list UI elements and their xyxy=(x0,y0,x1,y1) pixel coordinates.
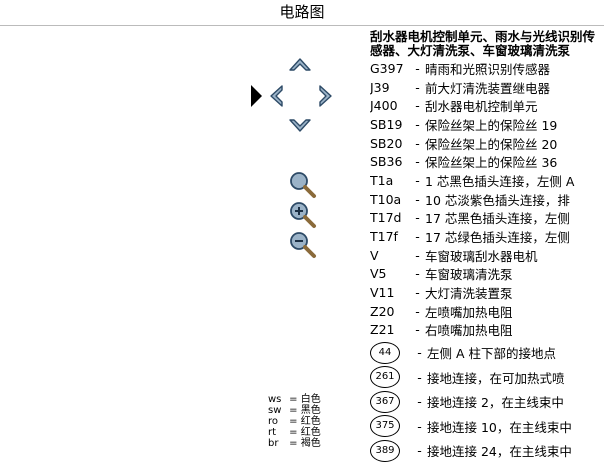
legend-code: V11 xyxy=(370,285,395,301)
pan-right-icon[interactable] xyxy=(312,83,338,109)
ground-point-desc: 接地连接 10，在主线束中 xyxy=(427,419,572,435)
legend-code: J39 xyxy=(370,79,390,95)
title-divider xyxy=(0,25,604,26)
legend-item: J39 -前大灯清洗装置继电器 xyxy=(370,78,604,97)
legend-item: Z20 -左喷嘴加热电阻 xyxy=(370,302,604,321)
legend-code: Z20 xyxy=(370,303,395,319)
legend-desc: 17 芯黑色插头连接，左侧 xyxy=(425,211,570,227)
legend-item: V5 -车窗玻璃清洗泵 xyxy=(370,265,604,284)
page-pointer-icon xyxy=(251,85,262,107)
legend-code: SB36 xyxy=(370,154,403,170)
pan-down-icon[interactable] xyxy=(287,112,313,138)
legend-dash: - xyxy=(415,135,420,151)
legend-item: Z21 -右喷嘴加热电阻 xyxy=(370,321,604,340)
legend-dash: - xyxy=(415,172,420,188)
ground-point-item: 389 -接地连接 24，在主线束中 xyxy=(370,439,604,463)
color-key-row: ws = 白色 xyxy=(268,394,321,405)
legend-dash: - xyxy=(415,60,420,76)
legend-desc: 保险丝架上的保险丝 19 xyxy=(425,117,558,133)
legend-dash: - xyxy=(415,247,420,263)
legend-code: V xyxy=(370,247,379,263)
legend-code: T17d xyxy=(370,210,402,226)
legend-dash: - xyxy=(417,443,422,459)
legend-desc: 右喷嘴加热电阻 xyxy=(425,323,513,339)
legend-dash: - xyxy=(415,266,420,282)
legend-item: V -车窗玻璃刮水器电机 xyxy=(370,246,604,265)
legend-code: T17f xyxy=(370,229,398,245)
legend-item: T10a-10 芯淡紫色插头连接，排 xyxy=(370,190,604,209)
pan-up-icon[interactable] xyxy=(287,52,313,78)
legend-dash: - xyxy=(415,191,420,207)
legend-dash: - xyxy=(415,79,420,95)
legend-dash: - xyxy=(415,210,420,226)
legend-item: T1a -1 芯黑色插头连接，左侧 A xyxy=(370,171,604,190)
ground-point-item: 375 -接地连接 10，在主线束中 xyxy=(370,414,604,439)
ground-point-item: 261 -接地连接，在可加热式喷 xyxy=(370,365,604,390)
legend-desc: 刮水器电机控制单元 xyxy=(425,99,538,115)
legend-dash: - xyxy=(415,116,420,132)
ground-point-circle: 389 xyxy=(370,439,400,462)
legend-code: T1a xyxy=(370,172,394,188)
ground-point-circle: 44 xyxy=(370,341,400,364)
legend-code: Z21 xyxy=(370,322,395,338)
legend-code: SB20 xyxy=(370,135,403,151)
legend-item: T17f -17 芯绿色插头连接，左侧 xyxy=(370,227,604,246)
legend-item: SB19-保险丝架上的保险丝 19 xyxy=(370,115,604,134)
legend-desc: 保险丝架上的保险丝 20 xyxy=(425,136,558,152)
legend-desc: 10 芯淡紫色插头连接，排 xyxy=(425,192,570,208)
ground-point-item: 367 -接地连接 2，在主线束中 xyxy=(370,390,604,415)
legend-dash: - xyxy=(415,229,420,245)
legend-code: T10a xyxy=(370,191,402,207)
legend-item: V11 -大灯清洗装置泵 xyxy=(370,283,604,302)
legend-item: T17d-17 芯黑色插头连接，左侧 xyxy=(370,209,604,228)
ground-point-circle: 261 xyxy=(370,366,400,389)
legend-code: G397 xyxy=(370,60,404,76)
legend-dash: - xyxy=(415,285,420,301)
component-legend: 刮水器电机控制单元、雨水与光线识别传感器、大灯清洗泵、车窗玻璃清洗泵 G397-… xyxy=(370,30,604,463)
legend-code: J400 xyxy=(370,98,398,114)
legend-desc: 车窗玻璃刮水器电机 xyxy=(425,248,538,264)
legend-dash: - xyxy=(415,98,420,114)
legend-dash: - xyxy=(417,345,422,361)
pan-left-icon[interactable] xyxy=(264,83,290,109)
color-key-row: rt = 红色 xyxy=(268,427,321,438)
legend-dash: - xyxy=(417,394,422,410)
legend-desc: 晴雨和光照识别传感器 xyxy=(425,61,551,77)
legend-desc: 车窗玻璃清洗泵 xyxy=(425,267,513,283)
legend-item: J400 -刮水器电机控制单元 xyxy=(370,96,604,115)
legend-item: G397-晴雨和光照识别传感器 xyxy=(370,59,604,78)
ground-point-item: 44 -左侧 A 柱下部的接地点 xyxy=(370,340,604,365)
page-title: 电路图 xyxy=(279,3,325,21)
legend-desc: 1 芯黑色插头连接，左侧 A xyxy=(425,173,575,189)
ground-point-desc: 接地连接 24，在主线束中 xyxy=(427,444,572,460)
color-key-row: sw = 黑色 xyxy=(268,405,321,416)
color-key-row: br = 褐色 xyxy=(268,438,321,449)
legend-item: SB20-保险丝架上的保险丝 20 xyxy=(370,134,604,153)
ground-point-desc: 接地连接 2，在主线束中 xyxy=(427,395,564,411)
color-key-row: ro = 红色 xyxy=(268,416,321,427)
ground-point-desc: 接地连接，在可加热式喷 xyxy=(427,370,565,386)
legend-desc: 保险丝架上的保险丝 36 xyxy=(425,155,558,171)
wire-color-key: ws = 白色 sw = 黑色 ro = 红色 rt = 红色 br = 褐色 xyxy=(268,394,321,449)
legend-dash: - xyxy=(415,322,420,338)
ground-point-circle: 375 xyxy=(370,415,400,438)
legend-dash: - xyxy=(415,154,420,170)
zoom-out-icon[interactable] xyxy=(288,230,318,260)
legend-code: SB19 xyxy=(370,116,403,132)
legend-code: V5 xyxy=(370,266,387,282)
legend-item: SB36-保险丝架上的保险丝 36 xyxy=(370,152,604,171)
zoom-icon[interactable] xyxy=(288,170,318,200)
legend-desc: 大灯清洗装置泵 xyxy=(425,286,513,302)
legend-dash: - xyxy=(417,369,422,385)
ground-point-circle: 367 xyxy=(370,390,400,413)
legend-desc: 前大灯清洗装置继电器 xyxy=(425,80,551,96)
legend-dash: - xyxy=(417,418,422,434)
legend-desc: 17 芯绿色插头连接，左侧 xyxy=(425,230,570,246)
zoom-in-icon[interactable] xyxy=(288,200,318,230)
legend-title: 刮水器电机控制单元、雨水与光线识别传感器、大灯清洗泵、车窗玻璃清洗泵 xyxy=(370,30,596,58)
legend-dash: - xyxy=(415,303,420,319)
ground-point-desc: 左侧 A 柱下部的接地点 xyxy=(427,346,556,362)
legend-desc: 左喷嘴加热电阻 xyxy=(425,304,513,320)
